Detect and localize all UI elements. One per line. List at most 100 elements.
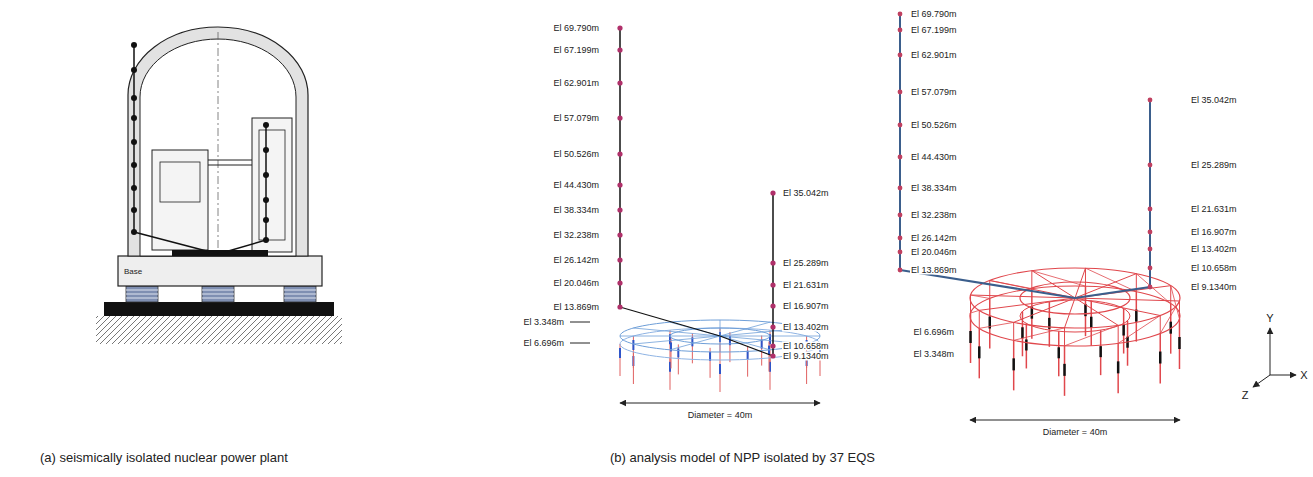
isolator-element xyxy=(677,348,679,357)
stick-node xyxy=(617,182,622,187)
elevation-label: El 20.046m xyxy=(910,248,958,257)
ground xyxy=(96,316,342,344)
elevation-label: El 10.658m xyxy=(1190,264,1238,273)
isolator-element xyxy=(1159,352,1162,364)
stick-node xyxy=(617,80,622,85)
base-spoke xyxy=(1065,298,1075,328)
stick-node xyxy=(898,53,903,58)
isolator-element xyxy=(1025,339,1028,350)
elevation-label: El 50.526m xyxy=(552,150,600,159)
isolator-layer xyxy=(284,290,316,291)
stick-node xyxy=(1148,285,1153,290)
isolator-layer xyxy=(202,290,234,291)
base-brace xyxy=(1118,316,1160,344)
isolator-element xyxy=(1012,358,1015,370)
elevation-label: El 9.1340m xyxy=(1190,283,1238,292)
base-label: Base xyxy=(124,268,142,276)
stick-node xyxy=(617,280,622,285)
isolator-element xyxy=(979,328,981,378)
stick-node xyxy=(898,213,903,218)
stick-node xyxy=(263,122,269,128)
elevation-label: El 13.402m xyxy=(782,323,830,332)
stick-node xyxy=(898,155,903,160)
isolator-element xyxy=(1026,323,1028,368)
stick-node xyxy=(1148,207,1153,212)
stick-node xyxy=(770,282,775,287)
base-spoke xyxy=(720,336,820,337)
isolator-element xyxy=(1117,343,1119,393)
base-brace xyxy=(1014,328,1065,341)
elevation-label: El 3.348m xyxy=(912,350,955,359)
stick-node xyxy=(1148,98,1153,103)
isolator-element xyxy=(1063,364,1066,376)
stick-node xyxy=(770,260,775,265)
elevation-label: El 6.696m xyxy=(912,328,955,337)
elevation-label: El 69.790m xyxy=(552,24,600,33)
isolator-layer xyxy=(126,298,158,299)
isolator-layer xyxy=(202,294,234,295)
isolator-element xyxy=(678,344,679,374)
bridge xyxy=(208,165,252,166)
base-post xyxy=(1118,325,1119,343)
isolator-element xyxy=(1122,325,1125,336)
stick-node xyxy=(898,12,903,17)
stick-node xyxy=(898,236,903,241)
rigid-link xyxy=(720,336,773,356)
stick xyxy=(619,28,621,307)
stick-node xyxy=(617,232,622,237)
elevation-label: El 25.289m xyxy=(1190,161,1238,170)
elevation-label: El 21.631m xyxy=(1190,205,1238,214)
isolator-layer xyxy=(284,298,316,299)
dimension-arrow xyxy=(970,420,1180,421)
isolator-element xyxy=(619,348,621,358)
elevation-label: El 44.430m xyxy=(910,153,958,162)
isolator xyxy=(284,286,316,302)
base-post xyxy=(1160,316,1161,334)
stick-node xyxy=(770,303,775,308)
stick-node xyxy=(898,250,903,255)
base-brace xyxy=(1065,325,1119,346)
dimension-arrow xyxy=(620,403,820,404)
isolator-element xyxy=(1136,292,1138,342)
elevation-label: El 35.042m xyxy=(1190,96,1238,105)
base-spoke xyxy=(720,320,721,336)
stick-node xyxy=(1148,230,1153,235)
stick-node xyxy=(131,207,137,213)
elevation-label: El 62.901m xyxy=(910,51,958,60)
rigid-link xyxy=(620,307,720,336)
stick-node xyxy=(131,139,137,145)
bridge xyxy=(208,160,252,161)
stick-node xyxy=(770,353,775,358)
axis-label: Z xyxy=(1242,390,1249,401)
base-post xyxy=(1031,271,1032,289)
caption: (b) analysis model of NPP isolated by 37… xyxy=(610,451,875,464)
isolator-element xyxy=(1117,361,1120,373)
isolator-element xyxy=(978,346,981,358)
elevation-label: El 26.142m xyxy=(910,234,958,243)
axis-arrow xyxy=(1270,375,1296,376)
isolator-layer xyxy=(284,294,316,295)
elevation-label: El 32.238m xyxy=(910,211,958,220)
axis-label: X xyxy=(1300,370,1307,381)
containment-outer xyxy=(128,27,308,256)
base-brace xyxy=(979,322,1013,328)
base-spoke xyxy=(979,298,1075,310)
stick-node xyxy=(617,304,622,309)
isolator-element xyxy=(719,364,721,374)
isolator-element xyxy=(1127,321,1129,366)
isolator-element xyxy=(670,338,671,368)
stick-node xyxy=(617,207,622,212)
base-spoke xyxy=(1075,298,1160,316)
base-brace xyxy=(1160,301,1179,334)
elevation-label: El 62.901m xyxy=(552,79,600,88)
base-spoke xyxy=(1075,298,1179,301)
isolator-element xyxy=(1100,330,1102,375)
stick-node xyxy=(263,172,269,178)
isolator xyxy=(126,286,158,302)
axis-arrow xyxy=(1253,375,1270,387)
isolator-element xyxy=(1179,319,1181,369)
elevation-label: El 13.869m xyxy=(910,266,958,275)
stick-node xyxy=(131,115,137,121)
base-spoke xyxy=(620,336,720,337)
